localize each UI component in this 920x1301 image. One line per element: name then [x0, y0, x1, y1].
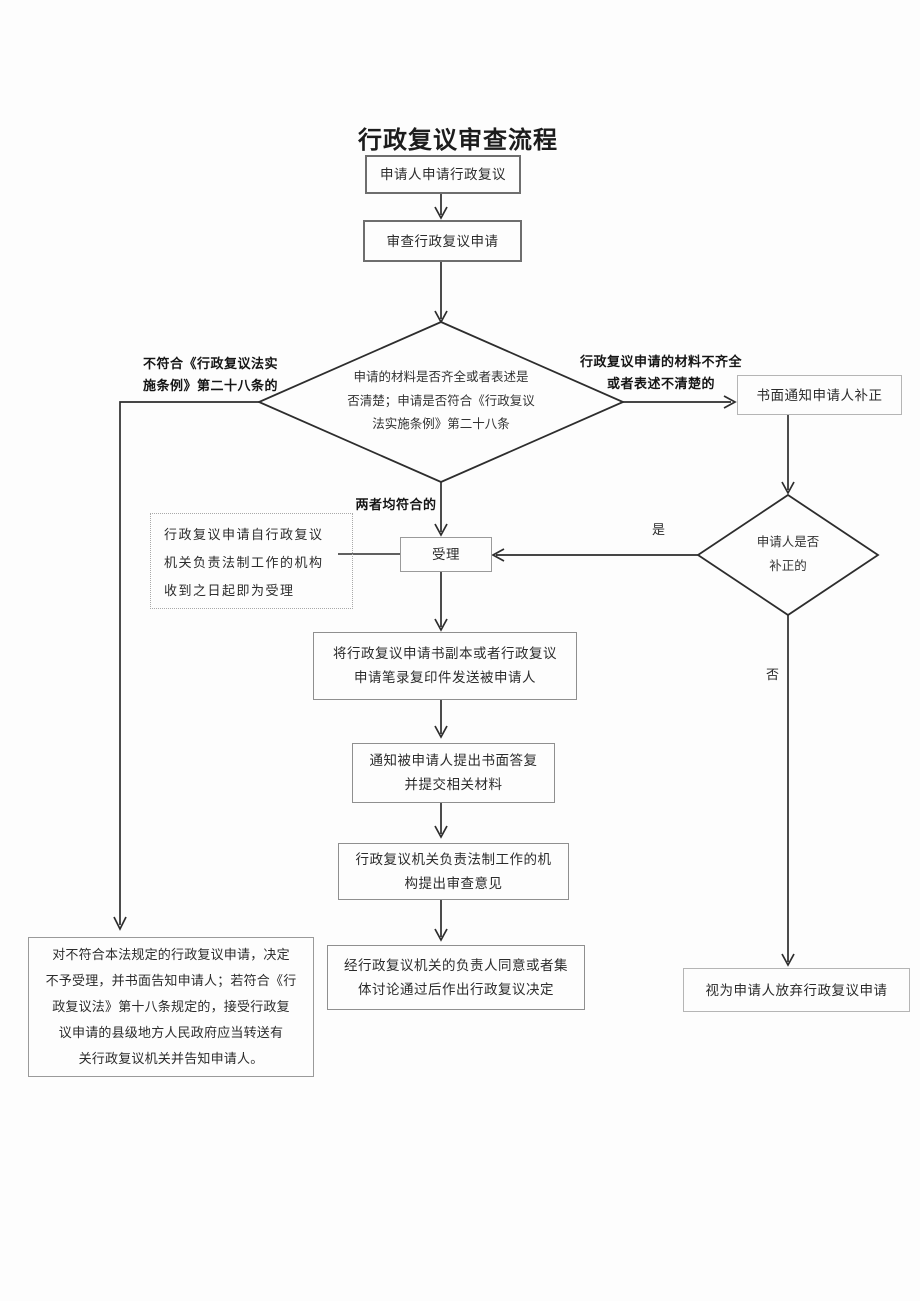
notify-correct-box: 书面通知申请人补正	[737, 375, 902, 415]
label-not-conform: 不符合《行政复议法实 施条例》第二十八条的	[142, 356, 278, 393]
label-incomplete: 行政复议申请的材料不齐全 或者表述不清楚的	[579, 354, 742, 391]
arrow-both-accept	[434, 482, 448, 537]
arrow-not-conform-reject	[113, 401, 259, 931]
make-decision-box: 经行政复议机关的负责人同意或者集 体讨论通过后作出行政复议决定	[327, 945, 585, 1010]
correct-decision-text: 申请人是否 补正的	[756, 535, 820, 573]
notify-respondent-box: 通知被申请人提出书面答复 并提交相关材料	[352, 743, 555, 803]
apply-box-label: 申请人申请行政复议	[380, 167, 506, 182]
arrow-opinion-decision	[434, 898, 448, 942]
reject-box-label: 对不符合本法规定的行政复议申请，决定 不予受理，并书面告知申请人；若符合《行 政…	[45, 947, 297, 1066]
send-copy-box: 将行政复议申请书副本或者行政复议 申请笔录复印件发送被申请人	[313, 632, 577, 700]
review-box-label: 审查行政复议申请	[386, 233, 499, 249]
send-copy-label: 将行政复议申请书副本或者行政复议 申请笔录复印件发送被申请人	[333, 646, 557, 685]
review-opinion-box: 行政复议机关负责法制工作的机 构提出审查意见	[338, 843, 569, 900]
accept-note-box: 行政复议申请自行政复议 机关负责法制工作的机构 收到之日起即为受理	[150, 513, 353, 609]
review-box: 审查行政复议申请	[363, 220, 522, 262]
arrow-notify-correct-decision	[781, 413, 795, 495]
notify-correct-label: 书面通知申请人补正	[756, 387, 883, 403]
label-yes: 是	[652, 522, 666, 537]
review-opinion-label: 行政复议机关负责法制工作的机 构提出审查意见	[355, 851, 552, 891]
arrow-apply-review	[434, 190, 448, 220]
accept-note-label: 行政复议申请自行政复议 机关负责法制工作的机构 收到之日起即为受理	[164, 527, 324, 598]
arrow-no-abandon	[781, 615, 795, 967]
abandon-box: 视为申请人放弃行政复议申请	[683, 968, 910, 1012]
page-title: 行政复议审查流程	[358, 128, 558, 154]
accept-box-label: 受理	[432, 547, 460, 562]
label-no: 否	[766, 667, 780, 682]
main-decision-text: 申请的材料是否齐全或者表述是 否清楚；申请是否符合《行政复议 法实施条例》第二十…	[347, 370, 535, 431]
label-both-conform: 两者均符合的	[355, 497, 437, 512]
arrow-send-notifyresp	[434, 698, 448, 739]
make-decision-label: 经行政复议机关的负责人同意或者集 体讨论通过后作出行政复议决定	[344, 957, 568, 997]
arrow-incomplete-notify	[623, 395, 737, 409]
arrow-accept-send	[434, 570, 448, 632]
arrow-yes-accept	[491, 548, 698, 562]
arrow-notifyresp-opinion	[434, 801, 448, 839]
apply-box: 申请人申请行政复议	[365, 155, 521, 194]
abandon-box-label: 视为申请人放弃行政复议申请	[705, 982, 888, 998]
arrow-review-decision	[434, 258, 448, 324]
notify-respondent-label: 通知被申请人提出书面答复 并提交相关材料	[369, 753, 538, 792]
reject-box: 对不符合本法规定的行政复议申请，决定 不予受理，并书面告知申请人；若符合《行 政…	[28, 937, 314, 1077]
accept-box: 受理	[400, 537, 492, 572]
